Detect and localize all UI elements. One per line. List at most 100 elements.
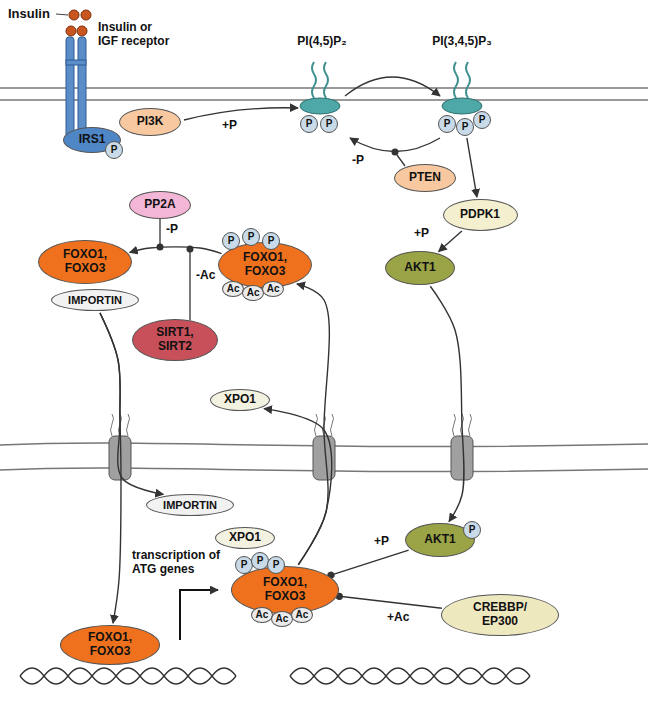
nuclear-pore [109,414,473,480]
node-label: Ac [296,609,309,621]
node-label: IRS1 [79,133,106,147]
node-label: AKT1 [404,261,435,275]
protein-ellipse: PP2A [129,191,191,219]
node-label: IMPORTIN [68,294,122,307]
node-label: Ac [276,613,289,625]
node-label: IMPORTIN [163,499,217,512]
protein-ellipse: IRS1P [63,127,121,153]
connector [130,247,222,254]
protein-ellipse: PI3K [119,108,181,136]
node-label: FOXO1, FOXO3 [73,631,146,659]
dna [20,668,530,684]
edge-label: +P [372,534,391,548]
protein-ellipse: FOXO1, FOXO3PPPAcAcAc [218,242,312,288]
phospho-circle: P [105,141,123,159]
node-label: FOXO1, FOXO3 [231,251,299,279]
annotation-label: PI(4,5)P₂ [272,34,372,48]
phospho-circle: P [438,115,456,133]
node-label: P [469,524,476,536]
connector [264,409,332,565]
node-label: PP2A [144,198,175,212]
phospho-circle: P [242,228,260,246]
protein-ellipse: IMPORTIN [146,494,234,516]
node-label: PI3K [137,115,164,129]
node-label: P [462,121,469,133]
protein-ellipse: XPO1 [210,389,270,411]
edge-label: +Ac [385,610,411,624]
node-label: PDPK1 [460,208,500,222]
acetyl-circle: Ac [251,607,273,623]
inhibition-line [397,155,405,166]
node-label: FOXO1, FOXO3 [51,248,119,276]
node-label: Ac [256,609,269,621]
annotation-label: -Ac [196,268,215,282]
phospho-circle: P [456,118,474,136]
node-label: P [326,118,333,130]
protein-ellipse: AKT1 [385,251,455,285]
phosphorylation-arrow [184,108,298,120]
node-label: P [273,559,280,571]
node-label: P [228,235,235,247]
phospho-circle: P [300,115,318,133]
node-label: P [241,559,248,571]
node-label: AKT1 [424,533,455,547]
phospho-circle: P [463,521,481,539]
protein-ellipse: FOXO1, FOXO3 [60,625,160,665]
protein-ellipse: FOXO1, FOXO3PPPAcAcAc [231,566,339,614]
connector [439,231,462,252]
annotation-label: Insulin [8,6,50,22]
acetyl-circle: Ac [262,281,284,297]
phospho-circle: P [251,552,269,570]
phospho-circle: P [267,556,285,574]
node-label: P [268,235,275,247]
protein-ellipse: AKT1 P [405,523,475,557]
annotation-label: Insulin or IGF receptor [98,20,172,49]
annotation-label: -P [352,153,364,167]
node-label: XPO1 [224,393,256,407]
node-label: P [479,114,486,126]
phospho-circle: P [222,232,240,250]
node-label: P [257,555,264,567]
acetyl-circle: Ac [271,611,293,627]
protein-ellipse: IMPORTIN [51,289,139,311]
protein-ellipse: CREBBP/ EP300 [441,594,559,636]
annotation-label: -P [166,222,178,236]
insulin-receptor [56,10,91,137]
node-label: Ac [267,283,280,295]
protein-ellipse: SIRT1, SIRT2 [132,319,218,361]
pp2a-line [159,219,160,244]
lipid-pip2 [300,62,340,114]
phospho-circle: P [320,115,338,133]
phospho-circle: P [262,232,280,250]
edge-label: +P [412,226,431,240]
connector [297,284,329,565]
connector [430,286,464,521]
node-label: XPO1 [229,531,261,545]
node-label: FOXO1, FOXO3 [245,576,325,604]
node-label: CREBBP/ EP300 [456,601,544,629]
conversion-arrow [345,77,440,96]
node-label: P [444,118,451,130]
connector [331,550,409,575]
protein-ellipse: XPO1 [215,527,275,549]
annotation-label: +P [222,118,237,132]
node-label: P [306,118,313,130]
protein-ellipse: FOXO1, FOXO3 [38,240,132,284]
annotation-label: PI(3,4,5)P₃ [412,34,512,48]
transcription-arrow [180,590,218,640]
node-label: P [111,144,118,156]
lipid-pip3 [442,62,482,114]
acetyl-circle: Ac [222,281,244,297]
node-label: P [248,231,255,243]
phospho-circle: P [473,111,491,129]
protein-ellipse: PTEN [394,164,456,192]
node-label: Ac [227,283,240,295]
acetyl-circle: Ac [242,285,264,301]
node-label: Ac [247,287,260,299]
protein-ellipse: PDPK1 [443,199,518,231]
acetyl-circle: Ac [291,607,313,623]
node-label: PTEN [409,171,441,185]
sirt-line [189,252,190,320]
